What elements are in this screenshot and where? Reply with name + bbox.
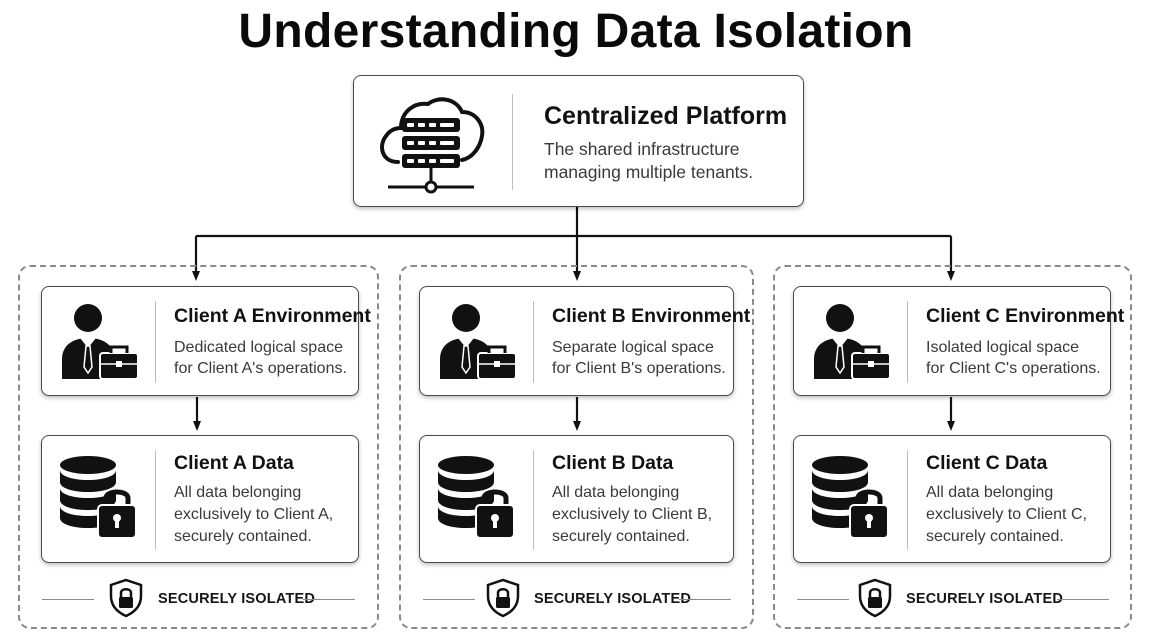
client-a-environment-description: Dedicated logical space for Client A's o… — [174, 337, 347, 379]
description-line: All data belonging — [174, 484, 302, 501]
description-line: All data belonging — [552, 484, 680, 501]
client-c-data-heading: Client C Data — [926, 452, 1048, 474]
client-a-group — [18, 265, 379, 629]
client-b-isolation-footer: SECURELY ISOLATED — [399, 578, 754, 620]
database-lock-icon — [60, 456, 137, 539]
client-a-data-card: Client A Data All data belonging exclusi… — [41, 435, 359, 563]
card-divider — [533, 301, 534, 383]
client-c-data-card: Client C Data All data belonging exclusi… — [793, 435, 1111, 563]
client-b-environment-heading: Client B Environment — [552, 305, 751, 327]
client-c-isolation-label: SECURELY ISOLATED — [906, 591, 1064, 607]
client-c-group — [773, 265, 1132, 629]
platform-card: Centralized Platform The shared infrastr… — [353, 75, 804, 207]
description-line: Isolated logical space — [926, 339, 1079, 356]
businessman-briefcase-icon — [62, 304, 139, 380]
platform-heading: Centralized Platform — [544, 102, 788, 130]
client-c-environment-description: Isolated logical space for Client C's op… — [926, 337, 1101, 379]
client-b-environment-card: Client B Environment Separate logical sp… — [419, 286, 750, 396]
client-c-data-description: All data belonging exclusively to Client… — [926, 482, 1087, 547]
platform-divider — [512, 94, 513, 190]
client-b-data-card: Client B Data All data belonging exclusi… — [419, 435, 734, 563]
client-b-data-description: All data belonging exclusively to Client… — [552, 482, 712, 547]
card-divider — [907, 301, 908, 383]
client-c-environment-heading: Client C Environment — [926, 305, 1125, 327]
client-a-isolation-footer: SECURELY ISOLATED — [18, 578, 379, 620]
footer-rule-left — [42, 599, 94, 600]
description-line: for Client A's operations. — [174, 360, 347, 378]
card-divider — [907, 450, 908, 550]
description-line: securely contained. — [552, 527, 690, 545]
database-lock-icon — [812, 456, 889, 539]
database-lock-icon — [438, 456, 515, 539]
cloud-server-icon — [380, 97, 485, 194]
client-c-environment-card: Client C Environment Isolated logical sp… — [793, 286, 1124, 396]
platform-description-line: managing multiple tenants. — [544, 162, 754, 183]
client-a-data-description: All data belonging exclusively to Client… — [174, 482, 333, 547]
client-a-environment-heading: Client A Environment — [174, 305, 371, 327]
description-line: for Client C's operations. — [926, 360, 1101, 378]
card-divider — [155, 301, 156, 383]
page-title: Understanding Data Isolation — [238, 5, 914, 58]
description-line: for Client B's operations. — [552, 360, 726, 378]
description-line: Separate logical space — [552, 339, 714, 356]
footer-rule-left — [423, 599, 475, 600]
client-a-isolation-label: SECURELY ISOLATED — [158, 591, 316, 607]
platform-description-line: The shared infrastructure — [544, 139, 740, 159]
client-a-environment-card: Client A Environment Dedicated logical s… — [41, 286, 371, 396]
card-divider — [533, 450, 534, 550]
client-b-environment-description: Separate logical space for Client B's op… — [552, 337, 726, 379]
footer-rule-right — [1057, 599, 1109, 600]
description-line: exclusively to Client A, — [174, 505, 334, 523]
footer-rule-left — [797, 599, 849, 600]
businessman-briefcase-icon — [814, 304, 891, 380]
shield-lock-icon — [109, 578, 143, 618]
footer-rule-right — [303, 599, 355, 600]
businessman-briefcase-icon — [440, 304, 517, 380]
client-c-isolation-footer: SECURELY ISOLATED — [773, 578, 1132, 620]
shield-lock-icon — [858, 578, 892, 618]
client-b-group — [399, 265, 754, 629]
card-divider — [155, 450, 156, 550]
description-line: securely contained. — [174, 527, 312, 545]
description-line: Dedicated logical space — [174, 339, 343, 356]
description-line: exclusively to Client B, — [552, 505, 713, 523]
shield-lock-icon — [486, 578, 520, 618]
platform-description: The shared infrastructure managing multi… — [544, 138, 753, 184]
client-b-data-heading: Client B Data — [552, 452, 674, 474]
footer-rule-right — [679, 599, 731, 600]
description-line: exclusively to Client C, — [926, 505, 1087, 523]
description-line: securely contained. — [926, 527, 1064, 545]
description-line: All data belonging — [926, 484, 1054, 501]
client-a-data-heading: Client A Data — [174, 452, 294, 474]
client-b-isolation-label: SECURELY ISOLATED — [534, 591, 692, 607]
